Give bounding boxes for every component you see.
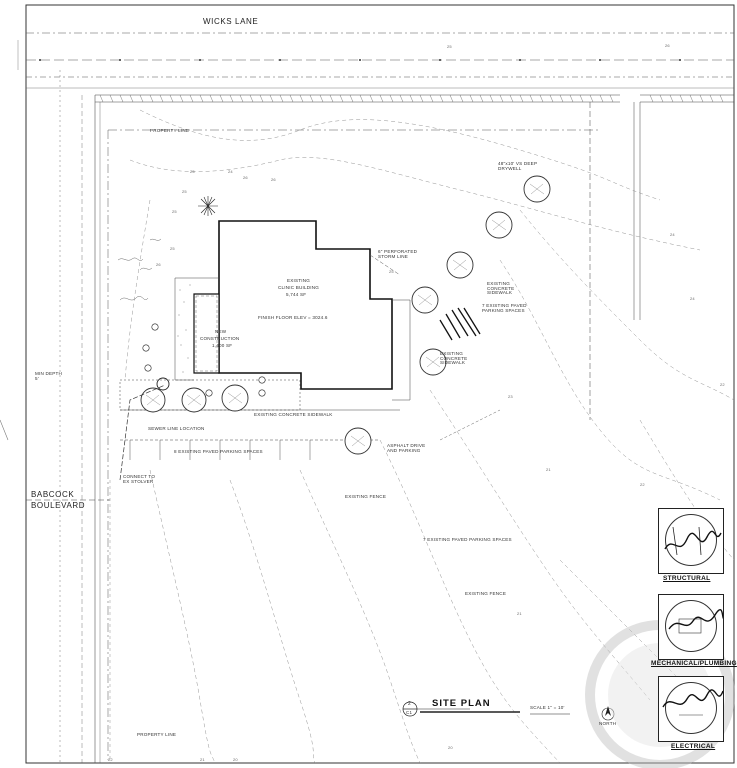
contour-label: 21 <box>517 611 522 616</box>
property-line <box>107 129 600 760</box>
new-construction-label-1: NEW <box>215 329 227 334</box>
site-plan-title: SITE PLAN <box>432 698 491 709</box>
structural-stamp <box>658 508 724 574</box>
contour-label: 22 <box>640 482 645 487</box>
building-label-existing-area: 5,744 SF <box>286 292 307 297</box>
contour-label: 25 <box>182 189 187 194</box>
contour-label: 22 <box>720 382 725 387</box>
note-parking-south: 8 EXISTING PAVED PARKING SPACES <box>174 449 263 454</box>
structural-signature <box>664 526 722 556</box>
title-callout-number: 2 <box>408 701 411 707</box>
contour-label: 21 <box>546 467 551 472</box>
curb-hatch <box>99 94 724 103</box>
scale-label: SCALE 1" = 10' <box>530 705 565 710</box>
left-edge-tick <box>0 419 9 441</box>
sheet-border <box>25 4 735 764</box>
sewer-line <box>119 384 166 481</box>
new-construction <box>193 293 220 374</box>
contour-label: 23 <box>508 394 513 399</box>
note-storm-line: 6" PERFORATED STORM LINE <box>378 249 418 259</box>
parking-stripes-south <box>129 440 311 460</box>
note-sidewalk-east: EXISTING CONCRETE SIDEWALK <box>487 281 515 296</box>
title-callout <box>402 701 520 717</box>
contour-label: 25 <box>170 246 175 251</box>
contour-label: 26 <box>156 262 161 267</box>
street-label-wicks-lane: WICKS LANE <box>203 17 259 26</box>
new-construction-label-2: CONSTRUCTION <box>200 336 240 341</box>
contour-label: 22 <box>108 757 113 762</box>
note-sidewalk-south: EXISTING CONCRETE SIDEWALK <box>254 412 333 417</box>
wicks-lane-road <box>26 32 734 89</box>
note-asphalt: ASPHALT DRIVE AND PARKING <box>387 443 426 453</box>
note-fence-2: EXISTING FENCE <box>465 591 507 596</box>
north-arrow-icon <box>601 706 615 721</box>
contour-label: 24 <box>228 169 233 174</box>
street-label-babcock-2: BOULEVARD <box>31 501 86 510</box>
note-depth: MIN DEPTH 5' <box>35 371 63 381</box>
contour-label: 25 <box>447 44 452 49</box>
contour-label: 26 <box>243 175 248 180</box>
note-parking-east: 7 EXISTING PAVED PARKING SPACES <box>482 303 527 313</box>
hatched-parking-stall <box>439 307 481 341</box>
contour-label: 25 <box>190 169 195 174</box>
stamp-caption-mechanical: MECHANICAL/PLUMBING <box>651 660 737 667</box>
note-drywell: 48"x10' VS DEEP DRYWELL <box>498 161 538 171</box>
note-parking-center: 7 EXISTING PAVED PARKING SPACES <box>423 537 512 542</box>
contour-label: 26 <box>665 43 670 48</box>
north-label: NORTH <box>599 721 617 726</box>
existing-fence-line <box>439 409 501 441</box>
street-label-babcock-1: BABCOCK <box>31 490 75 499</box>
cleanout-symbol <box>156 377 170 391</box>
contour-label: 20 <box>233 757 238 762</box>
stamp-caption-electrical: ELECTRICAL <box>671 743 716 750</box>
note-sewer: SEWER LINE LOCATION <box>148 426 205 431</box>
building-label-existing-1: EXISTING <box>287 278 311 283</box>
mechanical-signature <box>668 608 723 634</box>
contour-label: 21 <box>200 757 205 762</box>
contour-label: 25 <box>389 269 394 274</box>
curb-strip <box>95 94 734 103</box>
keynote-markers <box>142 323 266 397</box>
contour-label: 24 <box>690 296 695 301</box>
tree-canopy-texture <box>145 183 545 447</box>
note-sidewalk-mid: EXISTING CONCRETE SIDEWALK <box>440 351 468 366</box>
title-callout-sheet: C1 <box>406 710 413 715</box>
note-property-line-top: PROPERTY LINE <box>150 128 190 133</box>
existing-clinic-building <box>218 220 393 390</box>
electrical-signature <box>662 689 723 716</box>
mechanical-plumbing-stamp <box>658 594 724 660</box>
electrical-seal <box>665 682 717 734</box>
contour-label: 20 <box>448 745 453 750</box>
stamp-caption-structural: STRUCTURAL <box>663 575 711 582</box>
contour-label: 25 <box>172 209 177 214</box>
building-label-existing-2: CLINIC BUILDING <box>278 285 320 290</box>
note-connect: CONNECT TO EX STOLVER <box>123 474 156 484</box>
electrical-stamp <box>658 676 724 742</box>
sidewalk-outline <box>119 277 411 441</box>
sidewalk-gravel-west <box>177 284 191 373</box>
new-construction-area: 1,400 SF <box>212 343 233 348</box>
contour-label: 26 <box>271 177 276 182</box>
mechanical-seal <box>665 600 717 652</box>
right-curb <box>589 102 641 420</box>
wicks-lane-survey-points <box>39 59 681 61</box>
note-fence-1: EXISTING FENCE <box>345 494 387 499</box>
shrub-symbol <box>198 196 218 216</box>
west-vegetation <box>117 238 162 301</box>
structural-seal <box>665 514 717 566</box>
contour-lines <box>124 109 735 764</box>
finish-floor-label: FINISH FLOOR ELEV = 3024.6 <box>258 315 328 320</box>
contour-label: 24 <box>670 232 675 237</box>
note-property-line-bottom: PROPERTY LINE <box>137 732 177 737</box>
babcock-boulevard-road <box>59 70 101 763</box>
